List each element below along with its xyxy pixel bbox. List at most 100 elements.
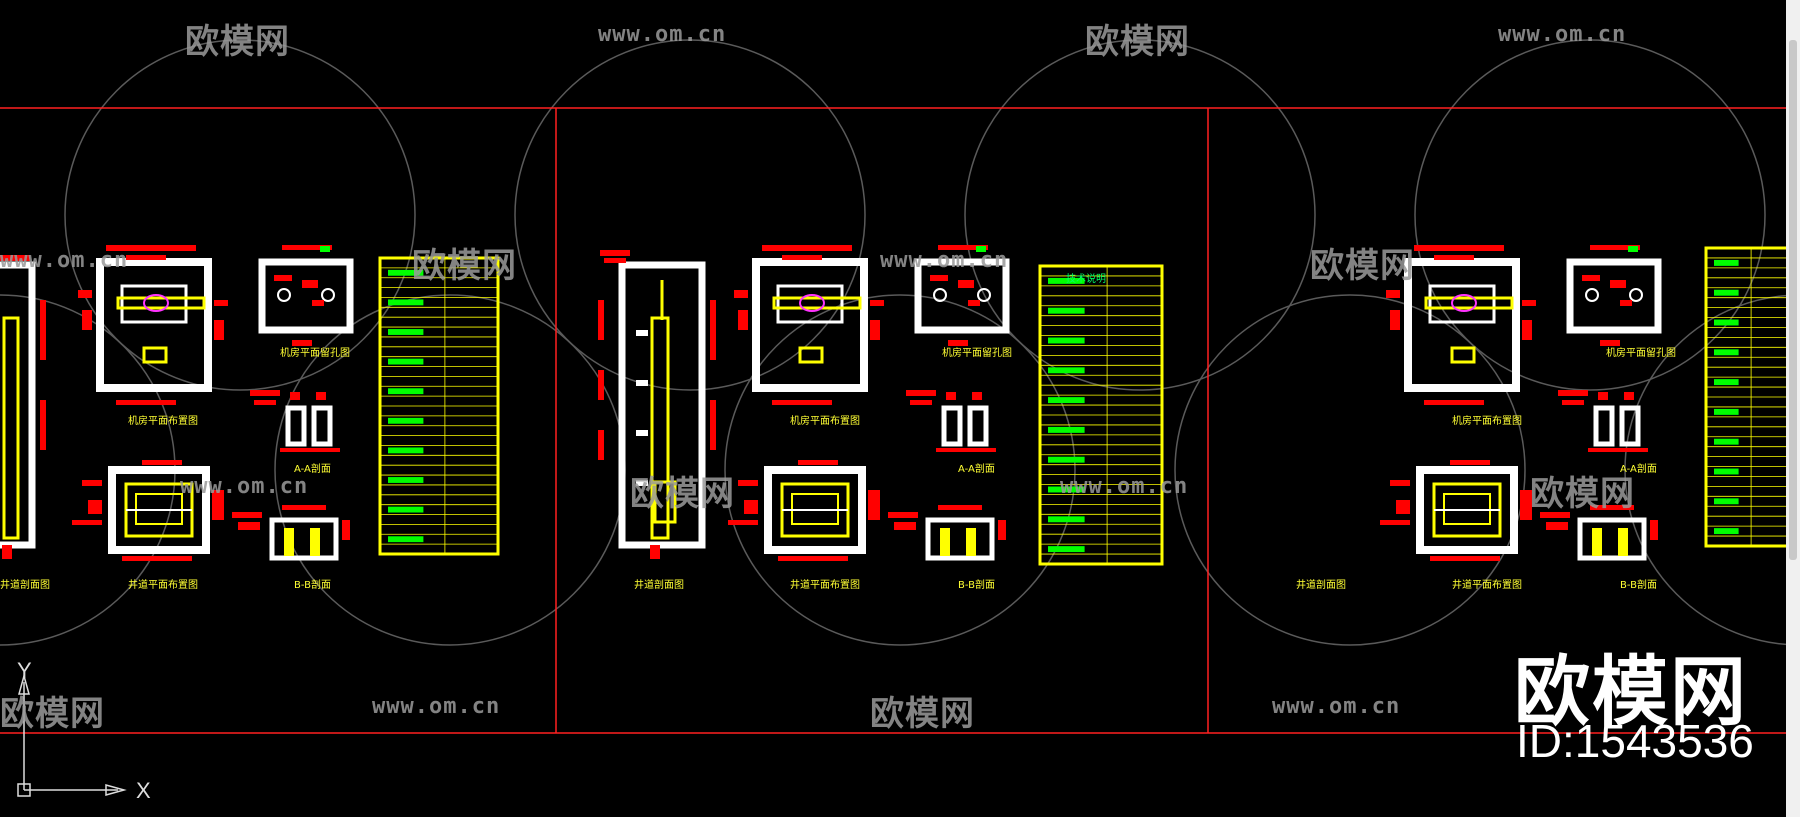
dimension-mark — [798, 460, 838, 465]
traction-machine — [116, 296, 206, 310]
elevator-drawings — [0, 245, 1790, 566]
dimension-mark — [734, 290, 748, 298]
pit-buffer — [284, 528, 294, 556]
table-cell-fill — [1048, 367, 1085, 374]
dimension-mark — [1434, 255, 1474, 260]
vertical-scrollbar[interactable] — [1786, 0, 1800, 817]
watermark-logo: 欧模网 — [185, 22, 290, 62]
watermark-arc — [1174, 294, 1526, 646]
watermark-arc — [514, 39, 866, 391]
dimension-mark — [650, 545, 660, 559]
pit-buffer — [1592, 528, 1602, 556]
dimension-mark — [1390, 480, 1410, 486]
dimension-mark — [600, 250, 630, 256]
dimension-mark — [998, 520, 1006, 540]
dimension-mark — [870, 320, 880, 340]
dimension-mark — [40, 400, 46, 450]
table-cell-fill — [1048, 307, 1085, 314]
dimension-mark — [82, 480, 102, 486]
table-cell-fill — [1714, 498, 1739, 505]
dimension-mark — [342, 520, 350, 540]
dimension-mark — [972, 392, 982, 400]
traction-machine — [1424, 296, 1514, 310]
dimension-mark — [946, 392, 956, 400]
caption-table-title: 技术说明 — [1066, 274, 1106, 285]
table-cell-fill — [388, 388, 424, 395]
watermark-logo: 欧模网 — [1310, 246, 1415, 286]
dimension-mark — [710, 300, 716, 360]
table-cell-fill — [1048, 546, 1085, 553]
landing-door — [636, 330, 648, 336]
caption-machine-plan: 机房平面布置图 — [128, 416, 198, 427]
ucs-icon — [17, 673, 127, 797]
wall-outline — [108, 466, 210, 554]
dimension-mark — [1546, 522, 1568, 530]
table-cell-fill — [1714, 289, 1739, 296]
machine-base — [776, 284, 844, 324]
sheave — [1451, 294, 1477, 312]
dimension-mark — [1396, 500, 1410, 514]
dimension-mark — [1390, 310, 1400, 330]
watermark-url: www.om.cn — [180, 474, 309, 499]
table-cell-fill — [388, 417, 424, 424]
dimension-mark — [1610, 280, 1626, 288]
watermark-url: www.om.cn — [1272, 694, 1401, 719]
wall-outline — [764, 466, 866, 554]
dimension-mark — [930, 275, 948, 281]
dimension-mark — [762, 245, 852, 251]
dimension-mark — [948, 340, 968, 346]
dimension-mark — [232, 512, 262, 518]
dimension-mark — [598, 430, 604, 460]
caption-b-section: B-B剖面 — [1620, 580, 1657, 591]
watermark-logo: 欧模网 — [630, 474, 735, 514]
table-cell-fill — [388, 329, 424, 335]
dimension-mark — [1624, 392, 1634, 400]
a-section-part — [941, 405, 963, 447]
table-cell-fill — [388, 269, 424, 276]
dimension-mark — [778, 556, 848, 561]
table-cell-fill — [388, 358, 424, 365]
dimension-mark — [958, 280, 974, 288]
table-cell-fill — [1048, 516, 1085, 523]
hole — [933, 288, 947, 302]
scrollbar-thumb[interactable] — [1789, 40, 1797, 560]
dimension-mark — [1562, 400, 1584, 405]
dimension-mark — [1620, 300, 1632, 306]
wall-outline — [752, 258, 868, 392]
ucs-x-label: X — [136, 778, 151, 803]
b-section — [925, 517, 995, 561]
watermark-url: www.om.cn — [598, 22, 727, 47]
marker — [1628, 246, 1638, 252]
control-cabinet — [798, 346, 824, 364]
table-cell-fill — [1714, 438, 1739, 445]
dimension-mark — [1540, 512, 1570, 518]
dimension-mark — [1520, 490, 1532, 520]
watermark-arc — [64, 39, 416, 391]
ucs-y-label: Y — [17, 658, 32, 683]
caption-shaft-section: 井道剖面图 — [0, 580, 50, 591]
dimension-mark — [1588, 448, 1648, 452]
dimension-mark — [312, 300, 324, 306]
caption-shaft-section: 井道剖面图 — [634, 580, 684, 591]
wall-outline — [914, 258, 1010, 334]
watermark-url: www.om.cn — [0, 248, 129, 273]
dimension-mark — [1522, 320, 1532, 340]
table-cell-fill — [1048, 426, 1085, 433]
watermark-arc — [1624, 294, 1800, 646]
sheave — [143, 294, 169, 312]
dimension-mark — [282, 245, 332, 250]
marker — [320, 246, 330, 252]
table-cell-fill — [1714, 349, 1739, 356]
rail — [650, 316, 670, 540]
a-section-part — [1593, 405, 1615, 447]
dimension-mark — [1590, 245, 1640, 250]
table-cell-fill — [1714, 259, 1739, 266]
table-cell-fill — [388, 477, 424, 483]
landing-door — [636, 480, 648, 486]
dimension-mark — [1650, 520, 1658, 540]
dimension-mark — [238, 522, 260, 530]
table-cell-fill — [1048, 456, 1085, 463]
hole — [1585, 288, 1599, 302]
